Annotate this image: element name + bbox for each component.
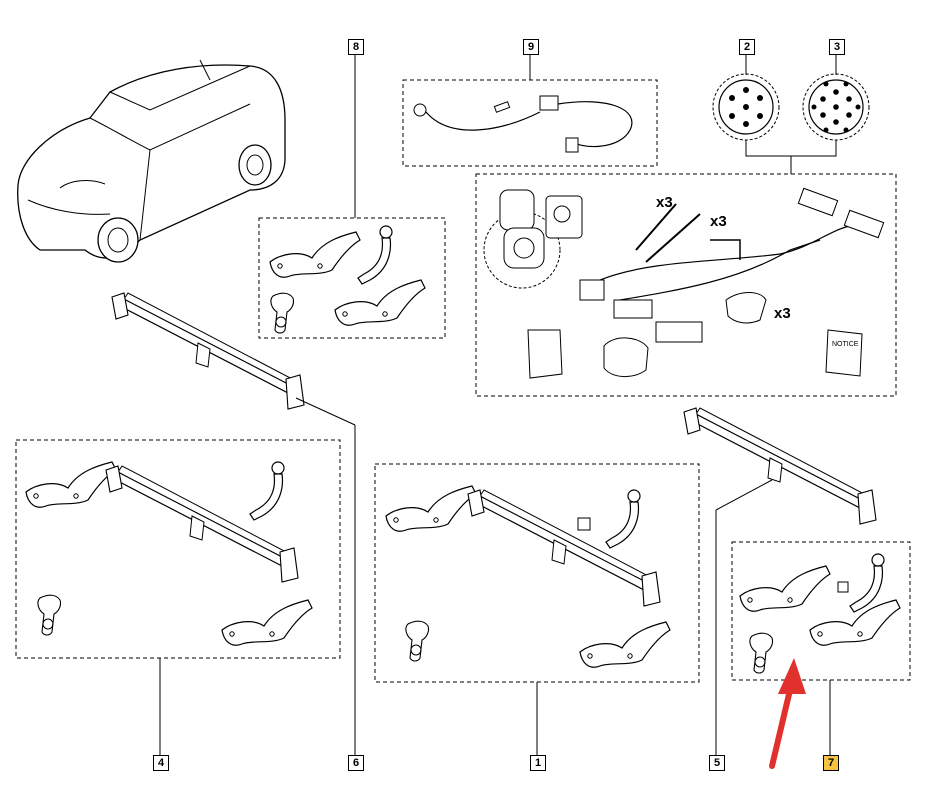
callout-2[interactable]: 2 — [739, 39, 755, 55]
panel-4-hook — [249, 461, 285, 521]
panel-7-box — [731, 541, 911, 681]
red-arrow-icon — [769, 658, 806, 769]
callout-5[interactable]: 5 — [709, 755, 725, 771]
panel-1-hook — [605, 489, 641, 549]
panel-4-plate-top — [25, 461, 117, 508]
socket-13-pin-icon — [802, 73, 870, 141]
panel-4-box — [15, 439, 341, 659]
panel-1-plate-top — [385, 485, 477, 532]
panel-7-hook — [849, 553, 885, 613]
panel-8-plate-bottom — [334, 279, 426, 326]
panel-4-wrench-icon — [37, 594, 62, 636]
panel-8-box — [258, 217, 446, 339]
callout-8[interactable]: 8 — [348, 39, 364, 55]
callout-6[interactable]: 6 — [348, 755, 364, 771]
panel-9-cable — [413, 95, 633, 153]
qty-screws: x3 — [710, 213, 727, 230]
qty-cable-ties: x3 — [656, 194, 673, 211]
panel-9-box — [402, 79, 658, 167]
panel-8-wrench-icon — [270, 292, 295, 334]
tow-beam-5 — [683, 407, 877, 525]
qty-pads: x3 — [774, 305, 791, 322]
callout-7-highlighted[interactable]: 7 — [823, 755, 839, 771]
callout-4[interactable]: 4 — [153, 755, 169, 771]
car-illustration — [17, 59, 286, 263]
callout-1[interactable]: 1 — [530, 755, 546, 771]
electrical-kit-parts — [483, 187, 885, 379]
socket-7-pin-icon — [712, 73, 780, 141]
panel-4-plate-bottom — [221, 599, 313, 646]
electrical-kit-box — [475, 173, 897, 397]
notice-booklet-label: NOTICE — [832, 341, 859, 348]
panel-8-hook — [357, 225, 393, 285]
panel-1-plate-bottom — [579, 621, 671, 668]
panel-4-beam — [105, 465, 299, 583]
panel-8-plate-top — [269, 231, 361, 278]
panel-7-wrench-icon — [749, 632, 774, 674]
panel-1-wrench-icon — [405, 620, 430, 662]
callout-9[interactable]: 9 — [523, 39, 539, 55]
callout-3[interactable]: 3 — [829, 39, 845, 55]
panel-7-plate-top — [739, 565, 831, 612]
